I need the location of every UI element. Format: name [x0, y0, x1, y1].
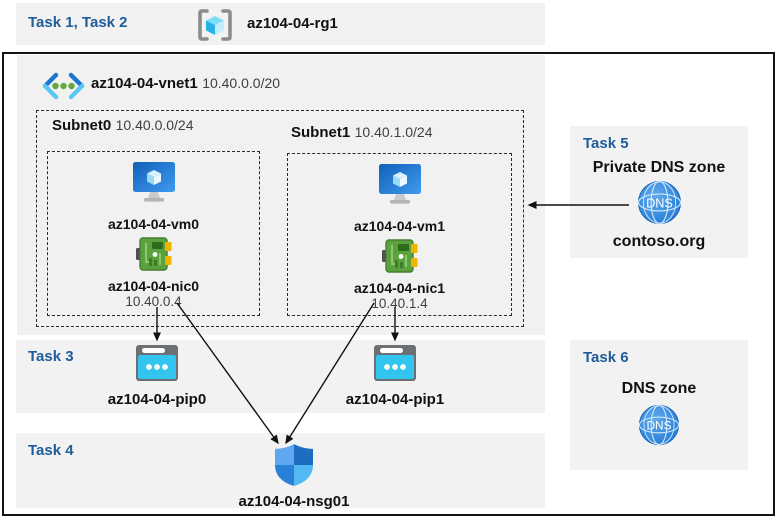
pip1-name: az104-04-pip1 [345, 391, 445, 408]
nsg-name: az104-04-nsg01 [238, 493, 350, 510]
subnet0-label: Subnet0 10.40.0.0/24 [52, 117, 194, 135]
dns-icon-text: DNS [646, 419, 671, 433]
subnet1-name: Subnet1 [291, 124, 351, 141]
pip0-name: az104-04-pip0 [107, 391, 207, 408]
nic1-name: az104-04-nic1 [353, 280, 446, 296]
vm-icon [132, 162, 176, 209]
vnet-icon [40, 72, 87, 105]
public-ip-icon [136, 345, 178, 386]
task4-label: Task 4 [28, 442, 74, 459]
public-ip-icon [374, 345, 416, 386]
vm1-name: az104-04-vm1 [353, 218, 446, 234]
task6-label: Task 6 [583, 349, 629, 366]
vm0-name: az104-04-vm0 [107, 216, 200, 232]
task3-band: Task 3 az104-04-pip0 az104- [16, 340, 545, 413]
public-ip-1-group: az104-04-pip1 [335, 345, 455, 408]
nic-icon [135, 237, 172, 276]
public-ip-0-group: az104-04-pip0 [97, 345, 217, 408]
subnet0-cidr: 10.40.0.0/24 [115, 117, 194, 133]
vnet-cidr: 10.40.0.0/20 [202, 75, 281, 91]
address-space-dashed-box [36, 110, 524, 327]
task1-task2-label: Task 1, Task 2 [28, 14, 128, 31]
task5-box: Task 5 Private DNS zone DNS contoso.org [570, 126, 748, 258]
vnet-name: az104-04-vnet1 [91, 75, 198, 92]
nic0-name: az104-04-nic0 [107, 278, 200, 294]
nic-icon [381, 239, 418, 278]
nic0-ip: 10.40.0.4 [125, 294, 182, 309]
subnet1-label: Subnet1 10.40.1.0/24 [291, 124, 433, 142]
nsg-shield-icon [275, 444, 313, 491]
subnet1-cidr: 10.40.1.0/24 [354, 124, 433, 140]
dns-zone-title: DNS zone [621, 380, 697, 397]
private-dns-zone-title: Private DNS zone [592, 159, 726, 176]
task6-box: Task 6 DNS zone DNS [570, 340, 748, 470]
subnet0-name: Subnet0 [52, 117, 112, 134]
task4-band: Task 4 az104-04-nsg01 [16, 433, 545, 510]
subnet1-box: az104-04-vm1 az104-04-nic1 10.40.1.4 [287, 153, 512, 316]
vnet-container: az104-04-vnet1 10.40.0.0/20 Subnet0 10.4… [17, 55, 545, 335]
nic1-ip: 10.40.1.4 [371, 296, 428, 311]
nsg-group: az104-04-nsg01 [209, 444, 379, 510]
dns-globe-icon: DNS [637, 180, 682, 230]
vnet-title: az104-04-vnet1 10.40.0.0/20 [91, 75, 280, 93]
resource-group-name: az104-04-rg1 [247, 15, 338, 32]
task5-label: Task 5 [583, 135, 629, 152]
task1-task2-band: Task 1, Task 2 az104-04-rg1 [16, 3, 545, 45]
task3-label: Task 3 [28, 348, 74, 365]
dns-globe-icon: DNS [638, 404, 680, 451]
private-dns-zone-name: contoso.org [612, 233, 706, 250]
resource-group-icon [195, 7, 235, 48]
subnet0-box: az104-04-vm0 az104-04-nic0 10.40.0.4 [47, 151, 260, 316]
dns-icon-text: DNS [646, 195, 673, 210]
vm-icon [378, 164, 422, 211]
